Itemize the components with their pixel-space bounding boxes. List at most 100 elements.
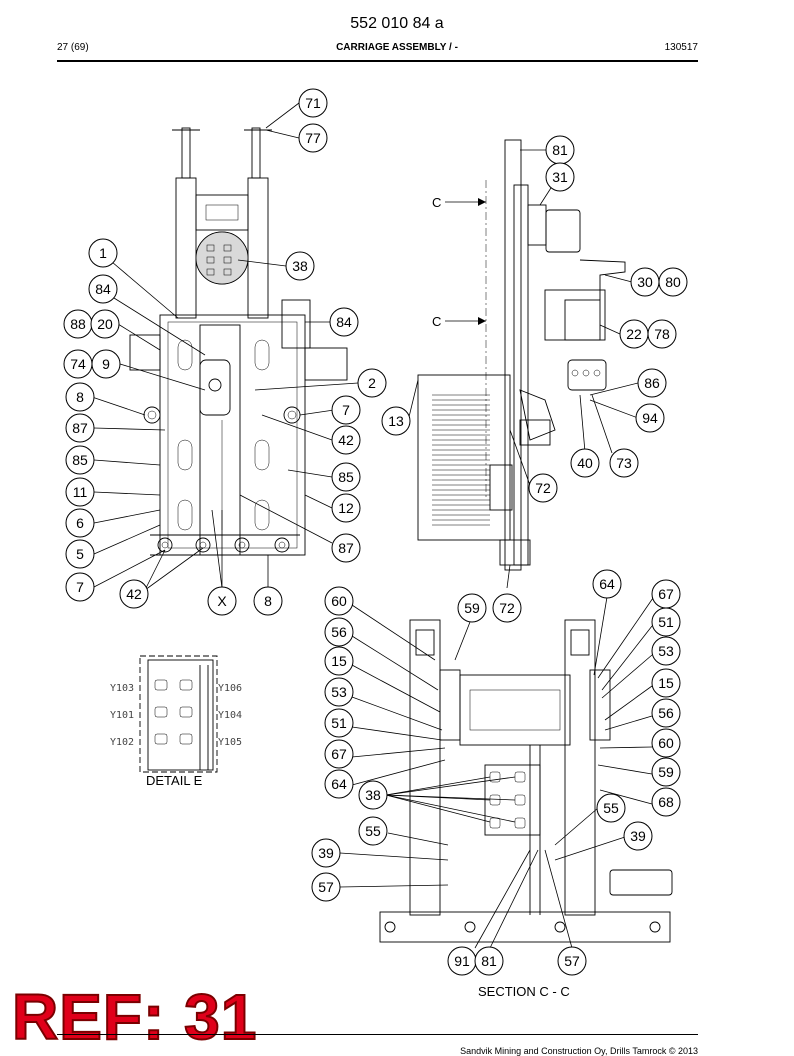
- callout-55: 55: [358, 816, 388, 846]
- header-rule: [57, 60, 698, 62]
- svg-text:67: 67: [331, 746, 347, 762]
- svg-text:55: 55: [603, 800, 619, 816]
- svg-text:56: 56: [331, 624, 347, 640]
- svg-text:42: 42: [338, 432, 354, 448]
- svg-text:40: 40: [577, 455, 593, 471]
- callout-8: 8: [253, 586, 283, 616]
- svg-text:56: 56: [658, 705, 674, 721]
- svg-text:88: 88: [70, 316, 86, 332]
- svg-text:15: 15: [331, 653, 347, 669]
- callout-15: 15: [324, 646, 354, 676]
- svg-text:42: 42: [126, 586, 142, 602]
- callout-39: 39: [311, 838, 341, 868]
- callout-38: 38: [358, 780, 388, 810]
- callout-51: 51: [324, 708, 354, 738]
- callout-71: 71: [298, 88, 328, 118]
- callout-6: 6: [65, 508, 95, 538]
- callout-9: 9: [91, 349, 121, 379]
- callout-7: 7: [65, 572, 95, 602]
- svg-text:73: 73: [616, 455, 632, 471]
- valve-code-y103: Y103: [110, 683, 134, 694]
- svg-text:31: 31: [552, 169, 568, 185]
- callout-85: 85: [331, 462, 361, 492]
- svg-text:84: 84: [336, 314, 352, 330]
- section-c-marker-upper: C: [432, 195, 441, 210]
- svg-text:38: 38: [365, 787, 381, 803]
- callout-38: 38: [285, 251, 315, 281]
- callout-30: 30: [630, 267, 660, 297]
- svg-text:80: 80: [665, 274, 681, 290]
- reference-stamp: REF: 31: [11, 981, 258, 1053]
- callout-74: 74: [63, 349, 93, 379]
- svg-text:77: 77: [305, 130, 321, 146]
- svg-text:87: 87: [338, 540, 354, 556]
- date-code: 130517: [664, 42, 698, 53]
- page-indicator: 27 (69): [57, 42, 89, 53]
- svg-text:57: 57: [564, 953, 580, 969]
- callout-60: 60: [324, 586, 354, 616]
- callout-31: 31: [545, 162, 575, 192]
- svg-text:60: 60: [658, 735, 674, 751]
- document-number: 552 010 84 a: [350, 15, 444, 32]
- callout-68: 68: [651, 787, 681, 817]
- svg-text:20: 20: [97, 316, 113, 332]
- callout-77: 77: [298, 123, 328, 153]
- callout-12: 12: [331, 493, 361, 523]
- callout-81: 81: [545, 135, 575, 165]
- callout-53: 53: [324, 677, 354, 707]
- footer-rule: [57, 1034, 698, 1035]
- svg-text:57: 57: [318, 879, 334, 895]
- valve-code-y106: Y106: [218, 683, 242, 694]
- valve-code-y101: Y101: [110, 710, 134, 721]
- svg-text:7: 7: [342, 402, 350, 418]
- svg-text:94: 94: [642, 410, 658, 426]
- callout-56: 56: [651, 698, 681, 728]
- svg-text:68: 68: [658, 794, 674, 810]
- svg-text:1: 1: [99, 245, 107, 261]
- callout-59: 59: [651, 757, 681, 787]
- callout-56: 56: [324, 617, 354, 647]
- svg-text:51: 51: [331, 715, 347, 731]
- section-cc-view: SECTION C - C: [379, 619, 673, 999]
- svg-text:81: 81: [481, 953, 497, 969]
- svg-text:30: 30: [637, 274, 653, 290]
- section-cc-label: SECTION C - C: [478, 984, 570, 999]
- page-title: CARRIAGE ASSEMBLY / -: [336, 42, 458, 53]
- svg-text:6: 6: [76, 515, 84, 531]
- callout-57: 57: [311, 872, 341, 902]
- svg-text:9: 9: [102, 356, 110, 372]
- callout-84: 84: [329, 307, 359, 337]
- callout-87: 87: [331, 533, 361, 563]
- svg-text:5: 5: [76, 546, 84, 562]
- svg-text:53: 53: [658, 643, 674, 659]
- callout-57: 57: [557, 946, 587, 976]
- callout-bubbles: 71 77 81 31 1 38 84 30 80 84 88 20 74 9 …: [63, 88, 688, 976]
- callout-15: 15: [651, 668, 681, 698]
- callout-51: 51: [651, 607, 681, 637]
- svg-text:11: 11: [73, 484, 88, 500]
- callout-1: 1: [88, 238, 118, 268]
- callout-8: 8: [65, 382, 95, 412]
- callout-22: 22: [619, 319, 649, 349]
- callout-85: 85: [65, 445, 95, 475]
- callout-72: 72: [528, 473, 558, 503]
- callout-72: 72: [492, 593, 522, 623]
- callout-53: 53: [651, 636, 681, 666]
- svg-text:59: 59: [464, 600, 480, 616]
- callout-78: 78: [647, 319, 677, 349]
- svg-text:87: 87: [72, 420, 88, 436]
- callout-60: 60: [651, 728, 681, 758]
- callout-39: 39: [623, 821, 653, 851]
- callout-81: 81: [474, 946, 504, 976]
- callout-64: 64: [324, 769, 354, 799]
- callout-64: 64: [592, 569, 622, 599]
- svg-text:78: 78: [654, 326, 670, 342]
- svg-text:12: 12: [338, 500, 354, 516]
- callout-67: 67: [324, 739, 354, 769]
- callout-5: 5: [65, 539, 95, 569]
- callout-84: 84: [88, 274, 118, 304]
- svg-text:X: X: [217, 593, 227, 609]
- callout-13: 13: [381, 406, 411, 436]
- svg-text:2: 2: [368, 375, 376, 391]
- callout-80: 80: [658, 267, 688, 297]
